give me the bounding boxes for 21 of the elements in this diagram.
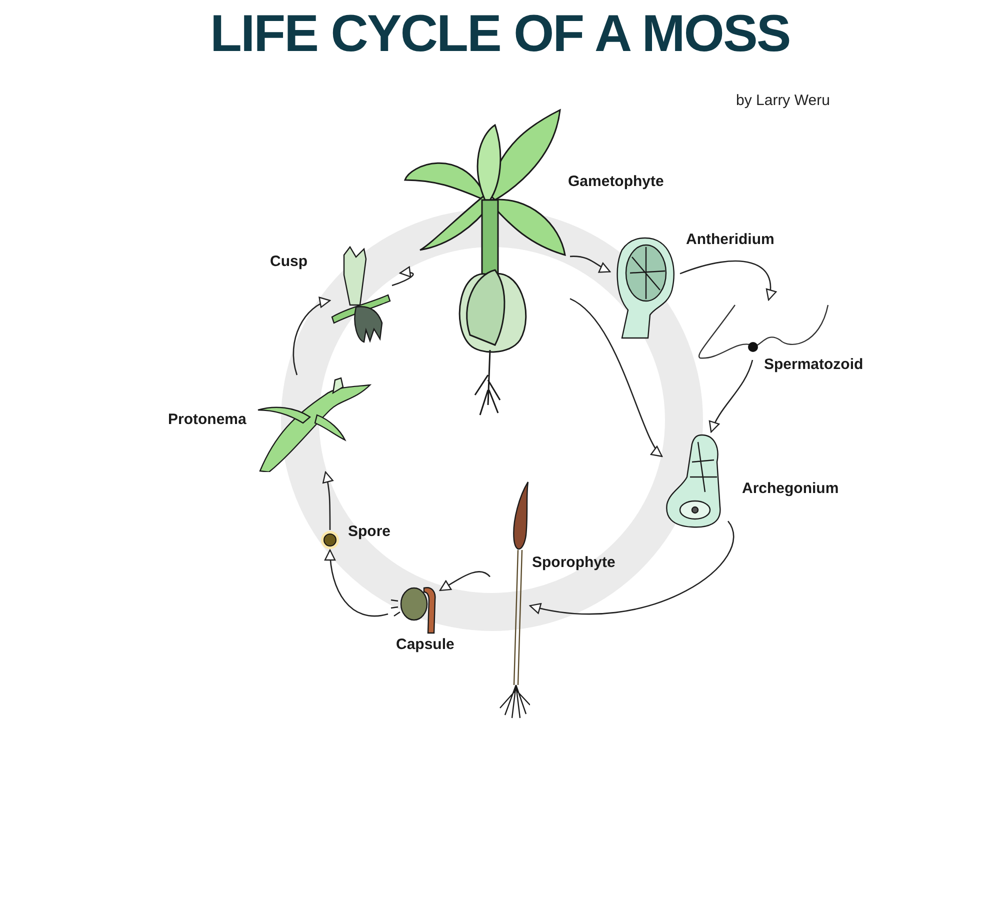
author-credit: by Larry Weru <box>736 91 830 111</box>
stage-label: Protonema <box>168 410 246 430</box>
arrow <box>709 360 754 433</box>
arrow <box>439 570 490 592</box>
stage-label: Antheridium <box>686 230 774 250</box>
arrow <box>322 471 334 530</box>
stage-label: Cusp <box>270 252 308 272</box>
arrow <box>529 520 734 615</box>
stage-label: Gametophyte <box>568 172 664 192</box>
title: LIFE CYCLE OF A MOSS <box>210 8 790 60</box>
arrow <box>680 260 776 301</box>
arrow <box>570 256 611 272</box>
stage-label: Sporophyte <box>532 553 616 573</box>
arrow <box>292 298 331 376</box>
arrow <box>570 298 663 457</box>
stage-label: Spermatozoid <box>764 355 864 375</box>
stage-label: Archegonium <box>742 479 839 499</box>
arrow <box>392 266 414 286</box>
arrow <box>324 549 388 616</box>
stage-label: Spore <box>348 522 391 542</box>
stage-label: Capsule <box>396 635 454 655</box>
